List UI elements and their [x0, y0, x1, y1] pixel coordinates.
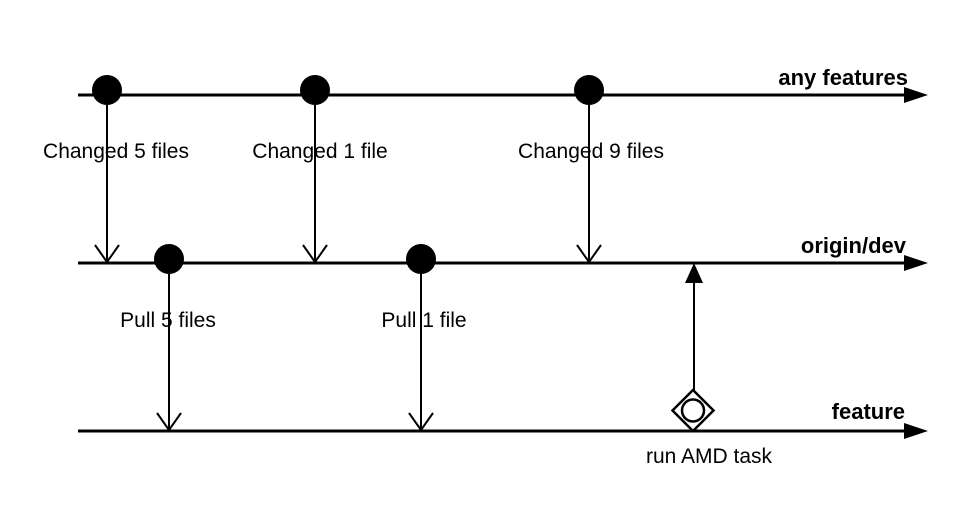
lane-label-feature: feature [832, 399, 905, 424]
arrowhead-down-icon [576, 244, 602, 264]
transfer-label-changed-5-files: Changed 5 files [43, 140, 189, 163]
arrowhead-down-icon [302, 244, 328, 264]
arrowhead-right-origin-dev [904, 255, 928, 271]
lane-label-any-features: any features [778, 65, 908, 90]
transfer-label-changed-1-file: Changed 1 file [252, 140, 387, 163]
arrowhead-right-any-features [904, 87, 928, 103]
commit-dot [92, 75, 122, 105]
transfer-label-changed-9-files: Changed 9 files [518, 140, 664, 163]
arrowhead-down-icon [408, 412, 434, 432]
arrowhead-right-feature [904, 423, 928, 439]
transfer-label-pull-5-files: Pull 5 files [120, 309, 216, 332]
arrowhead-down-icon [156, 412, 182, 432]
task-marker-circle-icon [680, 398, 706, 423]
lane-label-origin-dev: origin/dev [801, 233, 907, 258]
transfer-label-run-amd-task: run AMD task [646, 445, 773, 468]
arrowhead-up-icon [685, 263, 703, 283]
arrowhead-down-icon [94, 244, 120, 264]
commit-dot [154, 244, 184, 274]
commit-dot [406, 244, 436, 274]
transfer-label-pull-1-file: Pull 1 file [381, 309, 466, 332]
commit-dot [300, 75, 330, 105]
commit-dot [574, 75, 604, 105]
